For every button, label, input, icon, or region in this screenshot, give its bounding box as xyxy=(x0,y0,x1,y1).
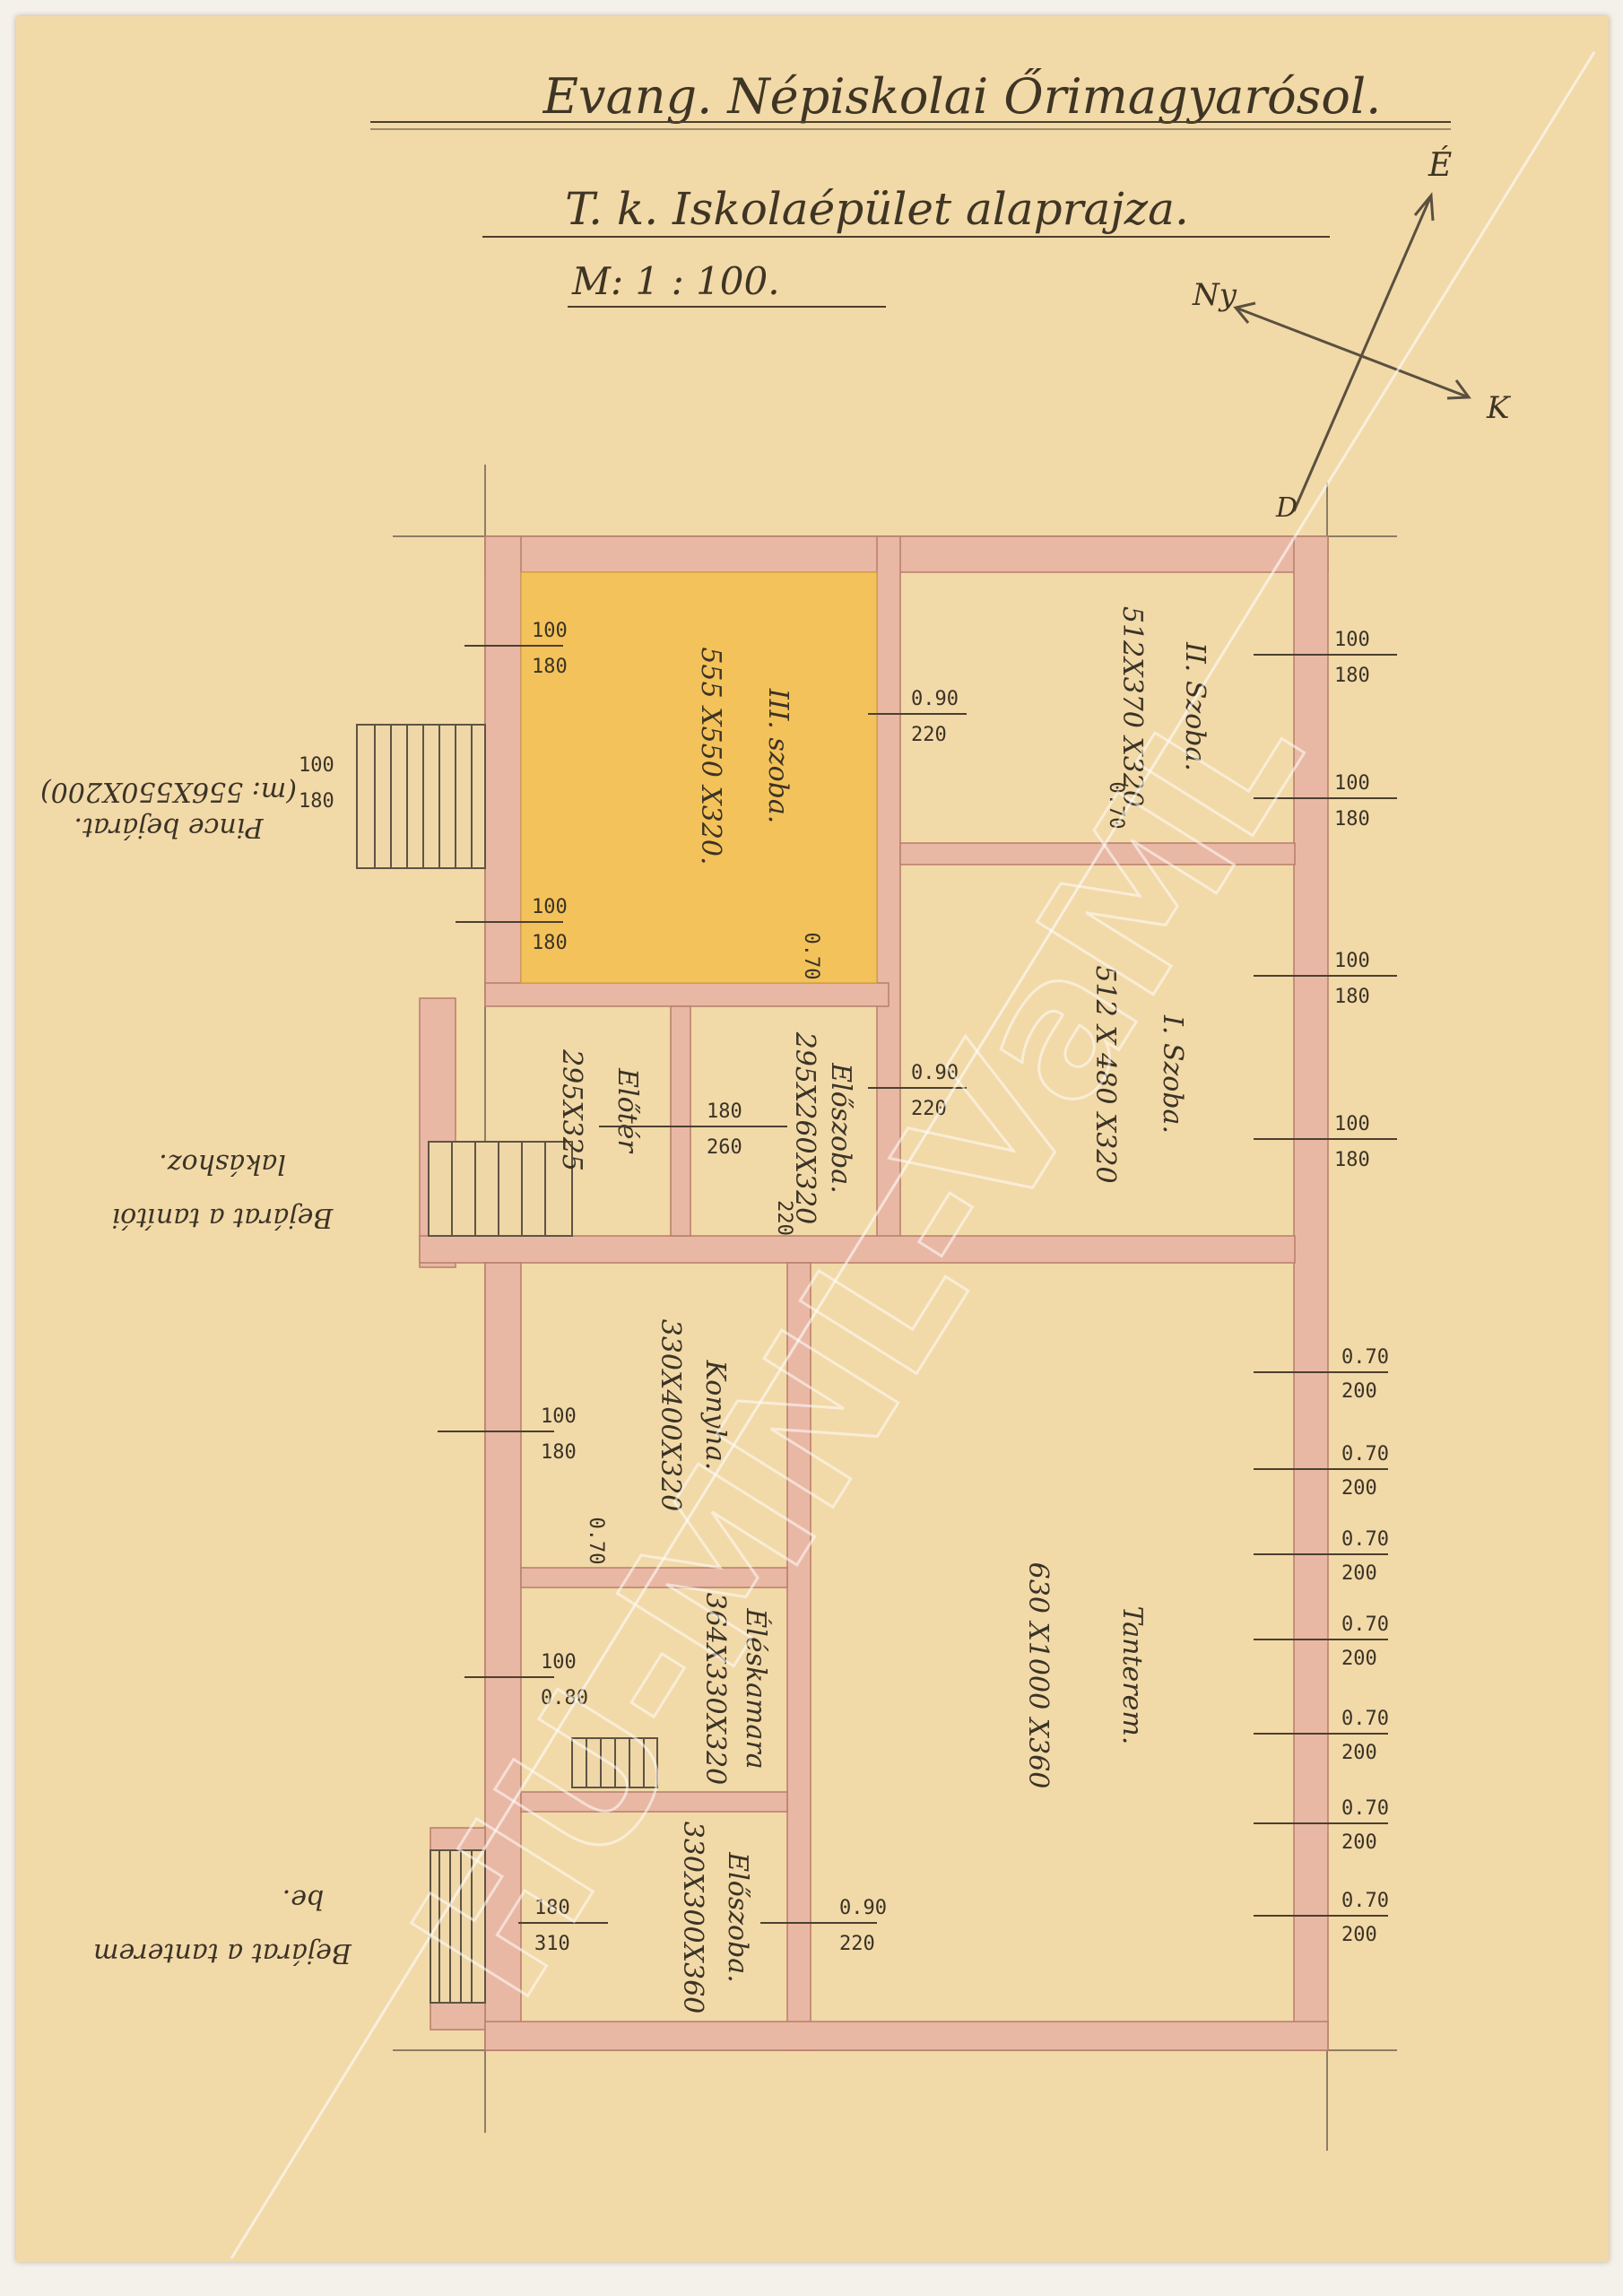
dim-class-w2-width: 0.70 xyxy=(1341,1443,1389,1465)
eleskamra-name: Éléskamara xyxy=(740,1607,772,1769)
dim-class-w1-height: 200 xyxy=(1341,1380,1377,1403)
dim-room1-w1-width: 100 xyxy=(1334,950,1370,972)
classroom-entry-stairs xyxy=(430,1849,486,2004)
dim-room2-inner-door: 0.70 xyxy=(1105,782,1127,830)
pantry-stairs xyxy=(571,1737,658,1788)
tanterem-dims: 630 X1000 X360 xyxy=(1022,1562,1054,1789)
tanterem-name: Tanterem. xyxy=(1116,1606,1148,1745)
dim-door-room1-width: 0.90 xyxy=(911,1062,959,1084)
compass-west-label: Ny xyxy=(1192,277,1237,313)
dim-room2-w2-width: 100 xyxy=(1334,772,1370,795)
room-1-name: I. Szoba. xyxy=(1157,1014,1188,1134)
dim-class-w5-height: 200 xyxy=(1341,1742,1377,1764)
dim-hall-door-height: 260 xyxy=(707,1136,742,1159)
opening-ticks xyxy=(438,645,1397,1924)
dim-room2-w2-height: 180 xyxy=(1334,808,1370,831)
eloszoba-lower-name: Előszoba. xyxy=(722,1851,753,1982)
dim-hall-door-width: 180 xyxy=(707,1100,742,1123)
room-3-name: III. szoba. xyxy=(762,688,794,824)
classroom-entry-note-2: be. xyxy=(282,1883,325,1915)
dim-room3-w1-width: 100 xyxy=(532,620,568,642)
watermark-stroke xyxy=(230,51,1596,2259)
plan-title: Evang. Népiskolai Őrimagyarósol. xyxy=(542,67,1382,125)
compass-east-label: K xyxy=(1486,390,1512,426)
dim-room2-w1-width: 100 xyxy=(1334,629,1370,651)
dim-hall-inner-door: 220 xyxy=(773,1200,795,1236)
room-2-dims: 512X370 X320 xyxy=(1116,606,1148,807)
dim-room3-w2-width: 100 xyxy=(532,896,568,918)
eloter-name: Előtér xyxy=(612,1067,643,1153)
eleskamra-dims: 364X330X320 xyxy=(699,1593,731,1786)
dim-room3-inner-door: 0.70 xyxy=(800,933,822,980)
dim-kitchen-w-width: 100 xyxy=(541,1405,577,1428)
dim-class-w6-height: 200 xyxy=(1341,1831,1377,1854)
dim-class-w3-width: 0.70 xyxy=(1341,1528,1389,1551)
dim-class-w7-height: 200 xyxy=(1341,1924,1377,1946)
eloszoba-upper-name: Előszoba. xyxy=(825,1062,856,1193)
dim-room3-w1-height: 180 xyxy=(532,656,568,678)
compass-north-label: É xyxy=(1428,146,1452,184)
dim-class-w1-width: 0.70 xyxy=(1341,1346,1389,1369)
konyha-dims: 330X400X320 xyxy=(655,1319,686,1512)
konyha-name: Konyha. xyxy=(699,1360,731,1471)
plan-subtitle: T. k. Iskolaépület alaprajza. xyxy=(565,183,1189,235)
room-1-dims: 512 X 480 X320 xyxy=(1089,965,1121,1183)
dim-classroom-door-width: 0.90 xyxy=(839,1897,887,1919)
dim-kitchen-w-height: 180 xyxy=(541,1441,577,1464)
dim-entry-door-width: 180 xyxy=(534,1897,570,1919)
floor-plan-drawing: Evang. Népiskolai Őrimagyarósol. T. k. I… xyxy=(40,51,1596,2259)
dim-room2-w1-height: 180 xyxy=(1334,665,1370,687)
header: Evang. Népiskolai Őrimagyarósol. T. k. I… xyxy=(370,67,1451,308)
dim-class-w4-height: 200 xyxy=(1341,1648,1377,1670)
compass-south-label: D xyxy=(1275,492,1298,524)
dim-pantry-w-width: 100 xyxy=(541,1651,577,1674)
cellar-stairs xyxy=(356,724,486,869)
dim-room3-w2-height: 180 xyxy=(532,932,568,954)
classroom-entry-note-1: Bejárat a tanterem xyxy=(93,1937,352,1969)
room-3-fill xyxy=(520,571,878,984)
compass xyxy=(1233,192,1471,512)
dim-room1-w2-width: 100 xyxy=(1334,1113,1370,1135)
room-2-name: II. Szoba. xyxy=(1179,641,1211,771)
dim-class-w2-height: 200 xyxy=(1341,1477,1377,1500)
dim-pantry-w-height: 0.80 xyxy=(541,1687,588,1709)
eloszoba-lower-dims: 330X300X360 xyxy=(677,1822,708,2014)
cellar-entry-note: Pince bejárat. xyxy=(74,812,264,843)
cellar-dims-note: (m: 556X550X200) xyxy=(40,776,297,807)
dim-room1-w2-height: 180 xyxy=(1334,1149,1370,1171)
opening-dims: 100 180 100 180 100 180 100 180 100 180 … xyxy=(299,620,1389,1955)
eloszoba-upper-dims: 295X260X320 xyxy=(789,1031,820,1225)
dim-class-w5-width: 0.70 xyxy=(1341,1708,1389,1730)
drawing-sheet: Evang. Népiskolai Őrimagyarósol. T. k. I… xyxy=(16,16,1609,2262)
teacher-entry-stairs xyxy=(428,1141,573,1237)
dim-door-room2-height: 220 xyxy=(911,724,947,746)
dim-classroom-door-height: 220 xyxy=(839,1933,875,1955)
walls xyxy=(419,535,1329,2051)
dim-cellar-height: 180 xyxy=(299,790,334,813)
dim-class-w7-width: 0.70 xyxy=(1341,1890,1389,1912)
scale-label: M: 1 : 100. xyxy=(571,259,780,303)
dim-door-room2-width: 0.90 xyxy=(911,688,959,710)
dim-room1-w1-height: 180 xyxy=(1334,986,1370,1008)
dim-class-w3-height: 200 xyxy=(1341,1562,1377,1585)
dim-entry-door-height: 310 xyxy=(534,1933,570,1955)
dim-kitchen-inner-door: 0.70 xyxy=(585,1518,607,1565)
eloter-dims: 295X325 xyxy=(556,1048,587,1171)
dim-class-w6-width: 0.70 xyxy=(1341,1797,1389,1820)
room-3-dims: 555 X550 X320. xyxy=(695,647,726,865)
dim-cellar-width: 100 xyxy=(299,754,334,777)
teacher-entry-note-2: lakáshoz. xyxy=(159,1148,286,1179)
teacher-entry-note-1: Bejárat a tanítói xyxy=(112,1202,334,1233)
dim-class-w4-width: 0.70 xyxy=(1341,1613,1389,1636)
